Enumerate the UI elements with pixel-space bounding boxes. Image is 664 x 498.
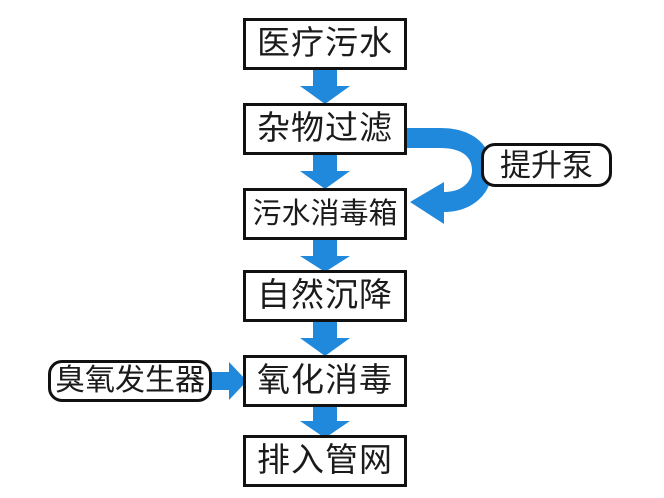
node-natural-sedimentation[interactable]: 自然沉降	[243, 270, 407, 322]
node-label: 排入管网	[257, 442, 393, 479]
node-debris-filtration[interactable]: 杂物过滤	[243, 103, 407, 155]
node-medical-wastewater[interactable]: 医疗污水	[243, 18, 407, 70]
node-discharge-to-pipe-network[interactable]: 排入管网	[243, 435, 407, 487]
arrow-filtration-to-disinfection-tank	[300, 155, 350, 189]
node-label: 医疗污水	[257, 25, 393, 62]
arrow-wastewater-to-filtration	[300, 70, 350, 104]
node-label: 自然沉降	[257, 277, 393, 314]
node-label: 污水消毒箱	[252, 197, 398, 230]
node-label: 提升泵	[500, 147, 593, 183]
arrow-pump-loop	[407, 128, 492, 224]
arrow-oxidation-to-discharge	[300, 407, 350, 438]
node-ozone-generator[interactable]: 臭氧发生器	[48, 360, 212, 402]
node-lift-pump[interactable]: 提升泵	[481, 143, 612, 187]
node-sewage-disinfection-tank[interactable]: 污水消毒箱	[243, 188, 407, 240]
node-label: 臭氧发生器	[55, 364, 205, 397]
arrow-disinfection-tank-to-sedimentation	[300, 240, 350, 272]
node-label: 氧化消毒	[257, 362, 393, 399]
node-label: 杂物过滤	[257, 110, 393, 147]
node-oxidation-disinfection[interactable]: 氧化消毒	[243, 355, 407, 407]
arrow-ozone-to-oxidation	[210, 362, 247, 400]
arrow-sedimentation-to-oxidation	[300, 322, 350, 356]
